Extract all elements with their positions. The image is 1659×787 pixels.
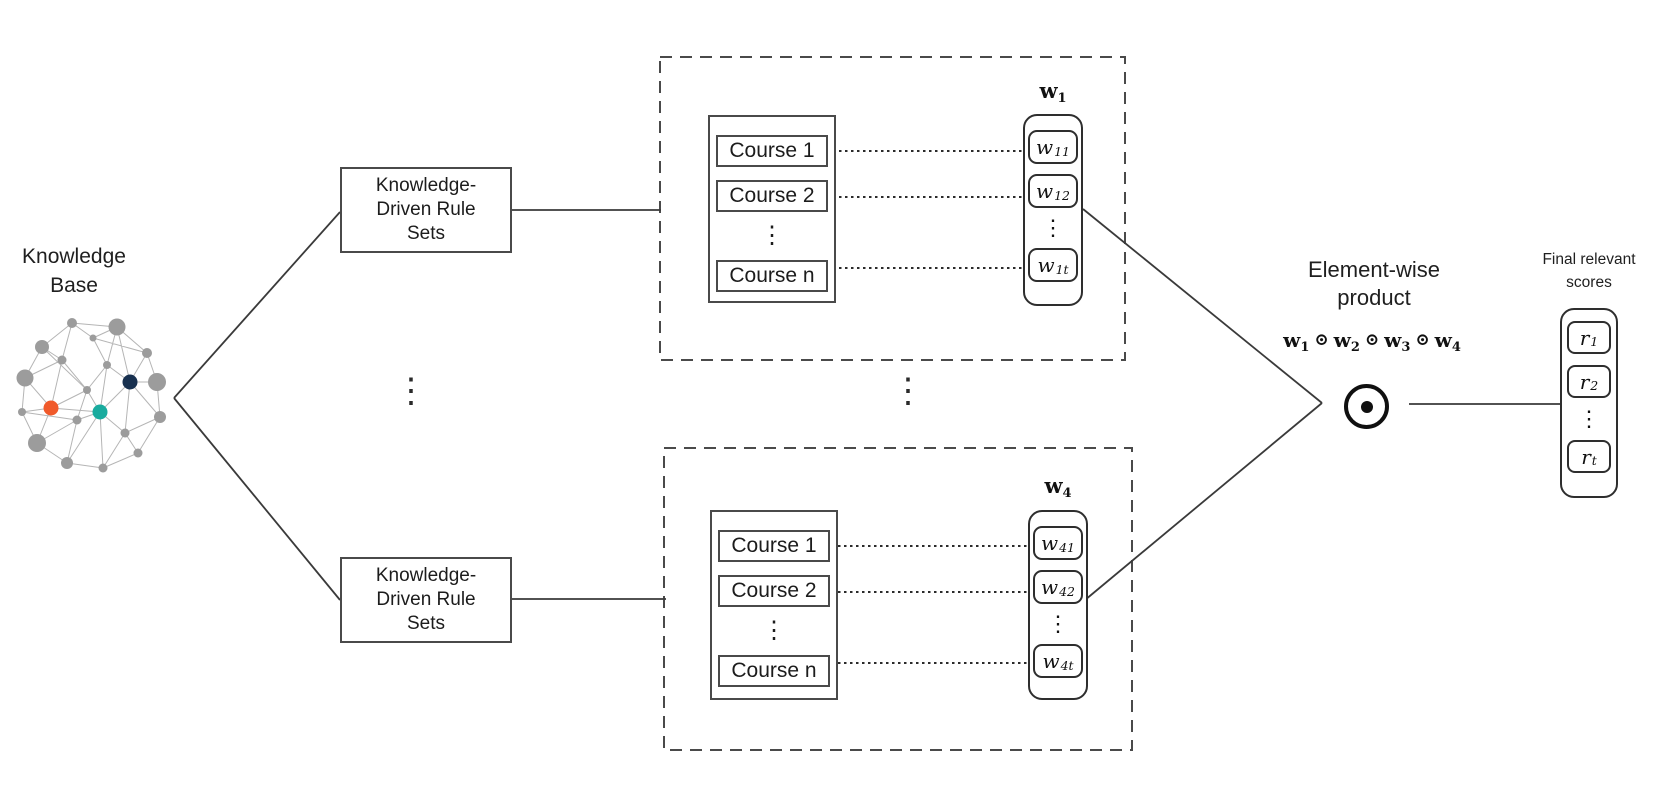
product-formula: w1⊙w2⊙w3⊙w4 xyxy=(1283,328,1461,355)
vector-ellipsis: ⋮ xyxy=(1042,215,1064,240)
edge-kb-to-bottom-rule xyxy=(173,397,341,601)
groups-ellipsis: ⋮ xyxy=(891,372,925,410)
course-list-bottom: Course 1 Course 2 ⋮ Course n xyxy=(710,510,838,700)
graph-edges xyxy=(21,322,161,469)
rule-sets-ellipsis: ⋮ xyxy=(394,372,428,410)
course-list-ellipsis: ⋮ xyxy=(760,222,784,249)
edge-w4-to-product xyxy=(1084,402,1323,601)
course-box: Course 1 xyxy=(716,135,828,167)
knowledge-graph-icon xyxy=(16,318,166,473)
course-box: Course 2 xyxy=(716,180,828,212)
product-label-line2: product xyxy=(1337,285,1411,310)
course-box: Course n xyxy=(716,260,828,292)
rule-set-box-top: Knowledge- Driven Rule Sets xyxy=(340,167,512,253)
course-list-top: Course 1 Course 2 ⋮ Course n xyxy=(708,115,836,303)
course-box: Course 2 xyxy=(718,575,830,607)
odot-center-dot xyxy=(1360,400,1373,413)
odot-icon xyxy=(1344,384,1389,429)
teal-node xyxy=(92,404,108,420)
knowledge-base-label-line1: Knowledge xyxy=(22,245,126,268)
graph-nodes xyxy=(16,318,166,473)
course-box: Course 1 xyxy=(718,530,830,562)
rule-set-bottom-line1: Knowledge- xyxy=(375,565,477,586)
vector-label-sub: 1 xyxy=(1057,91,1067,106)
knowledge-base-label: Knowledge Base xyxy=(4,242,144,300)
product-label-line1: Element-wise xyxy=(1307,257,1441,282)
edge-w1-to-product xyxy=(1082,208,1323,404)
rule-group-1-boundary xyxy=(659,56,1126,361)
vector-label-sub: 4 xyxy=(1062,486,1072,501)
rule-set-top-line1: Knowledge- xyxy=(375,175,477,196)
rule-set-top-line2: Driven Rule xyxy=(376,199,476,220)
vector-label-w1: w1 xyxy=(1023,78,1083,106)
rule-set-bottom-line2: Driven Rule xyxy=(376,589,476,610)
course-list-ellipsis: ⋮ xyxy=(762,617,786,644)
vector-ellipsis: ⋮ xyxy=(1047,611,1069,636)
vector-label-base: w xyxy=(1039,78,1058,103)
orange-node xyxy=(43,400,59,416)
rule-set-bottom-line3: Sets xyxy=(406,613,446,634)
course-box: Course n xyxy=(718,655,830,687)
element-wise-product-label: Element-wise product xyxy=(1272,256,1476,312)
scores-ellipsis: ⋮ xyxy=(1578,406,1600,431)
rule-set-top-line3: Sets xyxy=(406,223,446,244)
edge-kb-to-top-rule xyxy=(173,211,341,399)
final-scores-label-line2: scores xyxy=(1566,274,1612,291)
navy-node xyxy=(122,374,138,390)
final-scores-label: Final relevant scores xyxy=(1520,248,1658,294)
vector-label-base: w xyxy=(1044,473,1063,498)
vector-label-w4: w4 xyxy=(1028,473,1088,501)
rule-set-box-bottom: Knowledge- Driven Rule Sets xyxy=(340,557,512,643)
final-scores-label-line1: Final relevant xyxy=(1542,251,1636,268)
knowledge-base-label-line2: Base xyxy=(50,274,98,297)
